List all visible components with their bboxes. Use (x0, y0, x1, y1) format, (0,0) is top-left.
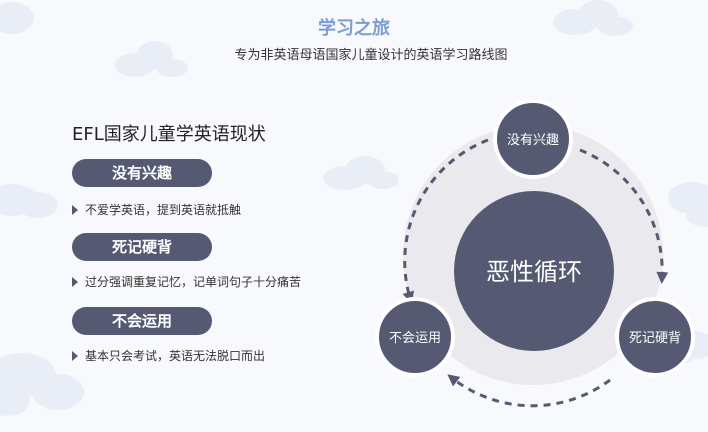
problem-label-no-interest: 没有兴趣 (72, 159, 212, 187)
cycle-node-cannot-use (375, 297, 455, 377)
problem-label-cannot-use: 不会运用 (72, 307, 212, 335)
problem-label-rote-memorization: 死记硬背 (72, 233, 212, 261)
cloud-decoration (0, 184, 58, 218)
problem-description-text: 基本只会考试，英语无法脱口而出 (85, 349, 266, 363)
cycle-arrow (579, 148, 669, 284)
cycle-node-label: 不会运用 (389, 331, 441, 346)
problem-description: 基本只会考试，英语无法脱口而出 (72, 347, 265, 364)
page-subtitle: 专为非英语母语国家儿童设计的英语学习路线图 (234, 48, 508, 63)
bullet-triangle-icon (72, 204, 78, 215)
cycle-center-circle (454, 191, 614, 351)
problem-description-text: 过分强调重复记忆，记单词句子十分痛苦 (85, 275, 302, 289)
cycle-node-rote-memorization (615, 297, 695, 377)
problem-description: 不爱学英语，提到英语就抵触 (72, 201, 241, 218)
cycle-arrow (447, 374, 611, 408)
cycle-node-label: 没有兴趣 (507, 133, 559, 148)
problem-description: 过分强调重复记忆，记单词句子十分痛苦 (72, 273, 301, 290)
page-title: 学习之旅 (318, 18, 390, 39)
cloud-decoration (0, 353, 84, 416)
cloud-decoration (668, 182, 708, 227)
cloud-decoration (0, 2, 34, 34)
cycle-center-label: 恶性循环 (486, 258, 582, 286)
section-heading: EFL国家儿童学英语现状 (72, 124, 266, 145)
cycle-arrow (402, 138, 489, 304)
cloud-decoration (115, 41, 188, 77)
bullet-triangle-icon (72, 350, 78, 361)
bullet-triangle-icon (72, 276, 78, 287)
cycle-node-label: 死记硬背 (629, 331, 681, 346)
cloud-decoration (553, 0, 633, 36)
cycle-node-no-interest (493, 99, 573, 179)
problem-description-text: 不爱学英语，提到英语就抵触 (85, 203, 242, 217)
cloud-decoration (323, 156, 399, 190)
